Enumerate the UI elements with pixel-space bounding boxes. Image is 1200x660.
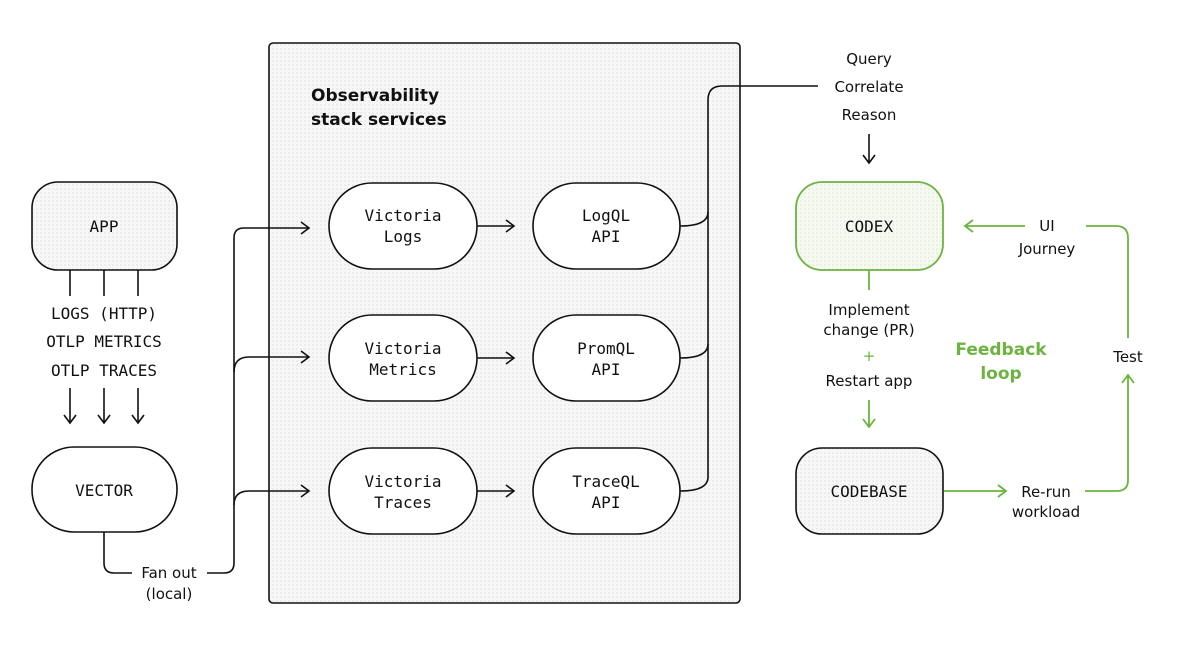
implement-text: Implement change (PR) + Restart app	[823, 301, 914, 390]
rerun-line1: Re-run	[1021, 483, 1071, 501]
victoria-traces-line2: Traces	[374, 493, 432, 512]
implement-plus: +	[863, 347, 876, 365]
node-victoria-logs: Victoria Logs	[328, 182, 478, 270]
feedback-connectors	[862, 219, 1135, 498]
traceql-api-line2: API	[592, 493, 621, 512]
promql-api-line1: PromQL	[577, 339, 635, 358]
implement-line2: change (PR)	[823, 321, 914, 339]
rerun-line2: workload	[1012, 503, 1080, 521]
node-traceql-api: TraceQL API	[532, 447, 681, 535]
fan-out-line2: (local)	[146, 585, 193, 603]
rerun-label: Re-run workload	[1012, 483, 1080, 521]
node-vector: VECTOR	[31, 446, 178, 533]
victoria-traces-line1: Victoria	[364, 472, 441, 491]
node-codex: CODEX	[795, 181, 944, 271]
victoria-logs-line1: Victoria	[364, 206, 441, 225]
victoria-metrics-line2: Metrics	[369, 360, 436, 379]
action-query: Query	[846, 50, 892, 68]
feedback-line2: loop	[980, 364, 1021, 384]
victoria-metrics-line1: Victoria	[364, 339, 441, 358]
output-logs: LOGS (HTTP)	[51, 304, 157, 323]
node-logql-api: LogQL API	[532, 182, 681, 270]
fan-out-label: Fan out (local)	[132, 558, 206, 606]
victoria-logs-line2: Logs	[384, 227, 423, 246]
app-outputs: LOGS (HTTP) OTLP METRICS OTLP TRACES	[46, 304, 162, 380]
fan-out-line1: Fan out	[141, 564, 196, 582]
action-correlate: Correlate	[834, 78, 903, 96]
node-victoria-traces: Victoria Traces	[328, 447, 478, 535]
feedback-loop-label: Feedback loop	[955, 340, 1047, 384]
logql-api-line2: API	[592, 227, 621, 246]
panel-title-line1: Observability	[311, 86, 439, 106]
node-app: APP	[31, 181, 178, 271]
codebase-label: CODEBASE	[830, 482, 907, 501]
implement-line3: Restart app	[826, 372, 913, 390]
traceql-api-line1: TraceQL	[572, 472, 639, 491]
node-victoria-metrics: Victoria Metrics	[328, 314, 478, 402]
app-label: APP	[90, 217, 119, 236]
logql-api-line1: LogQL	[582, 206, 630, 225]
action-reason: Reason	[842, 106, 897, 124]
node-promql-api: PromQL API	[532, 314, 681, 402]
output-traces: OTLP TRACES	[51, 361, 157, 380]
ui-journey-line1: UI	[1039, 217, 1054, 235]
feedback-line1: Feedback	[955, 340, 1047, 360]
test-label: Test	[1112, 348, 1143, 366]
vector-label: VECTOR	[75, 481, 133, 500]
output-metrics: OTLP METRICS	[46, 332, 162, 351]
implement-line1: Implement	[828, 301, 909, 319]
connectors	[63, 85, 876, 574]
ui-journey-label: UI Journey	[1018, 217, 1076, 258]
codex-label: CODEX	[845, 217, 894, 236]
ui-journey-line2: Journey	[1018, 240, 1076, 258]
promql-api-line2: API	[592, 360, 621, 379]
panel-title-line2: stack services	[311, 110, 447, 130]
node-codebase: CODEBASE	[795, 447, 944, 535]
agent-actions: Query Correlate Reason	[834, 50, 903, 124]
